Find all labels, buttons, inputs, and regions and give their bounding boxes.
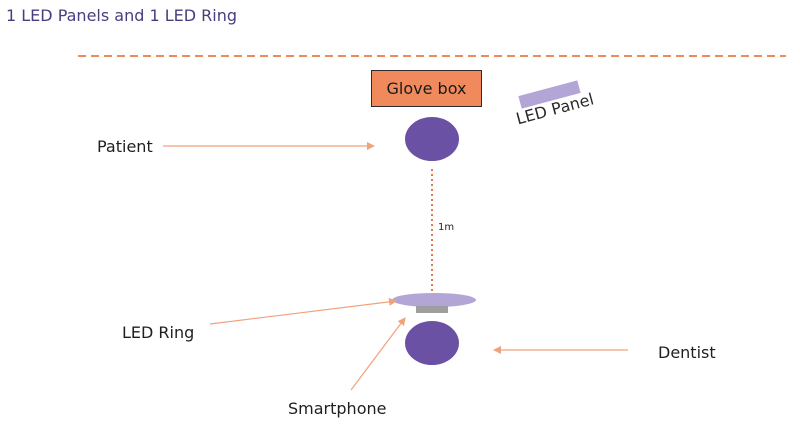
- patient-label: Patient: [97, 137, 153, 156]
- smartphone-arrow: [350, 317, 406, 391]
- smartphone-shape: [416, 306, 448, 313]
- led-ring-arrow: [209, 297, 397, 325]
- glove-box: Glove box: [371, 70, 482, 107]
- dentist-head: [405, 321, 459, 365]
- glove-box-label: Glove box: [386, 79, 467, 98]
- led-panel-shape: [518, 80, 581, 109]
- slide-title: 1 LED Panels and 1 LED Ring: [6, 6, 238, 25]
- dentist-label: Dentist: [658, 343, 716, 362]
- patient-head: [405, 117, 459, 161]
- smartphone-label: Smartphone: [288, 399, 387, 418]
- distance-label: 1m: [438, 222, 455, 233]
- led-ring-shape: [392, 293, 476, 307]
- led-ring-label: LED Ring: [122, 323, 195, 342]
